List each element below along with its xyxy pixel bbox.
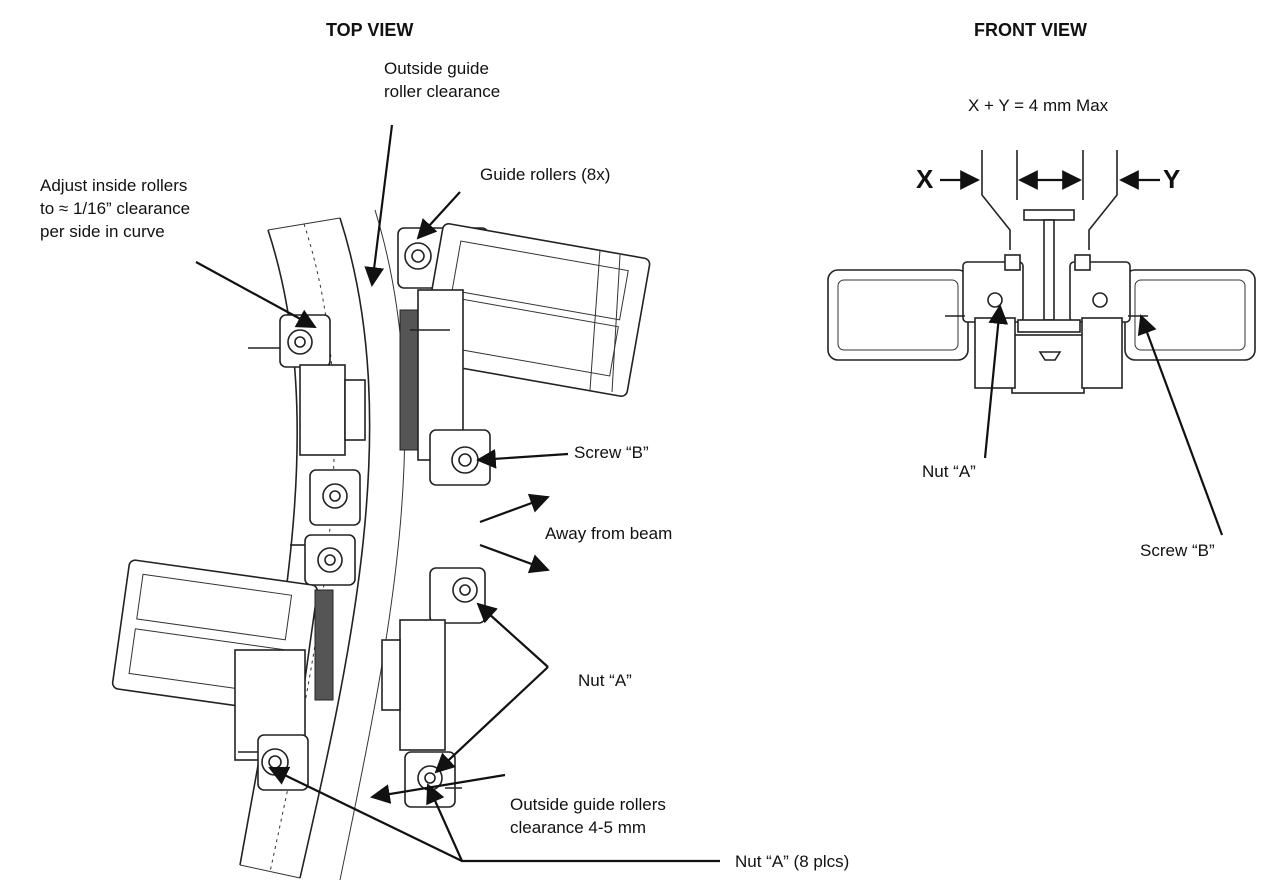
nut-a-front-label: Nut “A”: [922, 462, 976, 481]
label-line: Adjust inside rollers: [40, 176, 188, 195]
front-view-dimension-lines: [940, 150, 1160, 250]
front-view-title: FRONT VIEW: [974, 20, 1087, 40]
label-line: Outside guide rollers: [510, 795, 666, 814]
label-line: clearance 4-5 mm: [510, 818, 647, 837]
outside-rollers-right: [381, 567, 486, 808]
top-view-title: TOP VIEW: [326, 20, 414, 40]
away-from-beam-label: Away from beam: [545, 524, 673, 543]
label-line: Outside guide: [384, 59, 489, 78]
inside-rollers-left: [248, 314, 366, 586]
guide-rollers-label: Guide rollers (8x): [480, 165, 611, 184]
x-label: X: [916, 164, 934, 194]
nut-a-8plcs-label: Nut “A” (8 plcs): [735, 852, 850, 871]
screw-b-front-label: Screw “B”: [1140, 541, 1215, 560]
lower-motor-assembly: [111, 559, 334, 791]
nut-a-top-label: Nut “A”: [578, 671, 632, 690]
front-view-leaders: [983, 304, 1224, 536]
x-plus-y-label: X + Y = 4 mm Max: [968, 96, 1109, 115]
screw-b-top-label: Screw “B”: [574, 443, 649, 462]
label-line: roller clearance: [384, 82, 501, 101]
label-line: to ≈ 1/16” clearance: [40, 199, 191, 218]
upper-motor-assembly: [397, 222, 651, 486]
label-line: per side in curve: [40, 222, 165, 241]
y-label: Y: [1163, 164, 1181, 194]
top-view-leaders: [195, 124, 720, 863]
front-view-assembly: [827, 209, 1256, 394]
